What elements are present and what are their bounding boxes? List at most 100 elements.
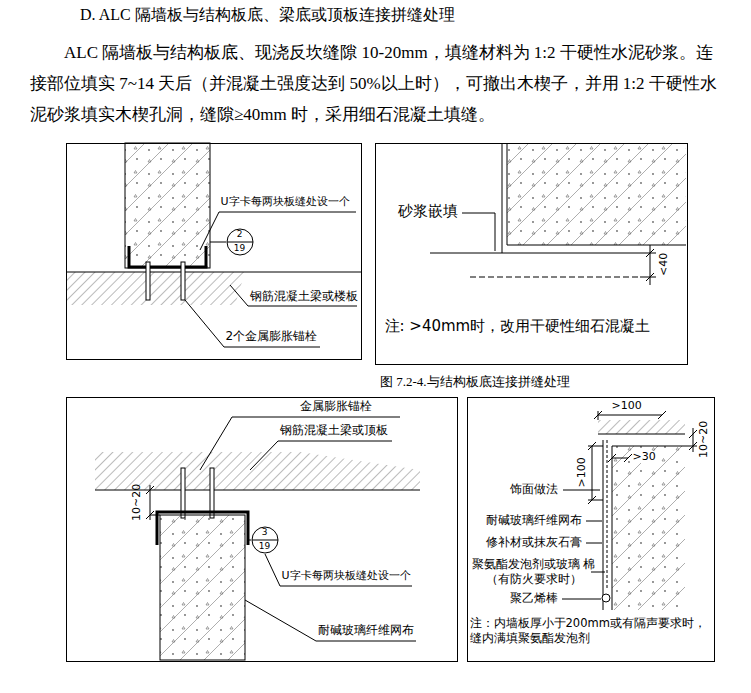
annotation-label: 注：内墙板厚小于200mm或有隔声要求时， 缝内满填聚氨酯发泡剂	[470, 616, 710, 646]
mortar-joint-detail-part	[650, 245, 651, 285]
mortar-joint-detail-part	[430, 253, 656, 254]
wall-top-detail-part	[157, 512, 248, 545]
mortar-joint-detail-part	[507, 143, 686, 245]
joint-layers-detail-part	[562, 599, 601, 600]
annotation-label: 耐碱玻璃纤维网布	[470, 514, 598, 528]
joint-layers-detail-part	[612, 446, 685, 610]
annotation-label: 砂浆嵌填	[398, 203, 458, 220]
mortar-joint-detail-part	[646, 249, 654, 257]
wall-top-detail-part	[146, 486, 154, 494]
wall-bottom-detail-part	[125, 143, 210, 268]
mortar-joint-detail-part	[462, 213, 495, 251]
annotation-label: 注: >40mm时，改用干硬性细石混凝土	[385, 318, 651, 335]
detail-panel: >100 >100 >30 10~20 饰面做法耐碱玻璃纤维网布修补材或抹灰石膏聚氨酯发…	[467, 397, 715, 662]
annotation-label: 金属膨胀锚栓	[300, 400, 372, 414]
mortar-joint-detail-part	[646, 273, 654, 281]
annotation-label: 聚乙烯棒	[470, 592, 598, 606]
annotation-label: 饰面做法	[470, 483, 598, 497]
figure-caption: 图 7.2-4.与结构板底连接拼缝处理	[380, 375, 570, 390]
callout-circle-outline	[252, 527, 278, 553]
annotation-label: 钢筋混凝土梁或楼板	[250, 290, 358, 303]
joint-layers-detail-part	[598, 420, 685, 434]
joint-layers-detail-part	[612, 458, 628, 459]
section-heading: D. ALC 隔墙板与结构板底、梁底或顶板连接拼缝处理	[80, 6, 455, 24]
wall-bottom-detail-part	[230, 285, 357, 306]
joint-layers-detail-part	[588, 496, 596, 504]
wall-bottom-detail-part	[146, 262, 150, 300]
joint-layers-detail-part	[598, 415, 662, 416]
annotation-label: 修补材或抹灰石膏	[470, 536, 598, 550]
annotation-label: 钢筋混凝土梁或顶板	[280, 424, 388, 438]
joint-layers-detail-part	[602, 594, 610, 602]
wall-bottom-detail-part	[185, 300, 320, 347]
joint-layers-detail-part	[693, 428, 694, 452]
joint-layers-detail-part	[588, 442, 596, 450]
detail-callout: 219	[226, 228, 254, 256]
callout-number: 3	[251, 527, 279, 538]
joint-layers-detail	[562, 411, 697, 610]
wall-bottom-detail-part	[66, 272, 362, 273]
joint-layers-detail-part	[592, 446, 593, 500]
joint-layers-detail-part	[608, 454, 616, 462]
joint-layers-detail-part	[586, 543, 602, 544]
joint-layers-detail-part	[591, 572, 605, 573]
wall-top-detail-part	[250, 441, 392, 470]
annotation-label: U字卡每两块板缝处设一个	[221, 196, 350, 209]
joint-layers-detail-part	[603, 440, 604, 610]
callout-number: 19	[226, 243, 254, 254]
wall-top-detail-part	[200, 417, 400, 470]
wall-top-detail-part	[95, 490, 420, 491]
joint-layers-detail-part	[685, 446, 697, 447]
wall-top-detail-part	[265, 554, 412, 586]
mortar-joint-detail-part	[470, 277, 640, 278]
joint-layers-detail-part	[689, 442, 697, 450]
joint-layers-detail-part	[588, 446, 603, 447]
mortar-joint-detail-part	[640, 277, 656, 278]
wall-top-detail-part	[245, 600, 416, 641]
wall-top-detail	[95, 417, 420, 660]
annotation-label: >30	[632, 451, 657, 464]
mortar-joint-detail-part	[502, 143, 503, 253]
annotation-label: U字卡每两块板缝处设一个	[282, 570, 411, 583]
wall-top-detail-part	[160, 515, 245, 660]
wall-top-detail-part	[248, 540, 251, 541]
joint-layers-detail-part	[588, 500, 603, 501]
mortar-joint-detail-part	[507, 143, 686, 245]
body-paragraph: ALC 隔墙板与结构板底、现浇反坎缝隙 10-20mm，填缝材料为 1:2 干硬…	[30, 37, 723, 130]
callout-circle-outline	[227, 229, 253, 255]
callout-number: 19	[251, 541, 279, 552]
wall-bottom-detail-part	[66, 272, 245, 305]
joint-layers-detail-part	[658, 411, 666, 419]
dimension-text: 10~20	[698, 421, 711, 458]
dimension-text: 10~20	[131, 484, 144, 521]
dimension-text: <40	[658, 253, 671, 276]
detail-panel: 219U字卡每两块板缝处设一个钢筋混凝土梁或楼板2个金属膨胀锚栓	[66, 143, 362, 360]
joint-layers-detail-part	[563, 490, 600, 491]
joint-layers-detail-part	[607, 440, 608, 590]
callout-divider	[227, 241, 253, 242]
joint-layers-detail-part	[598, 434, 685, 435]
wall-bottom-detail-part	[210, 242, 226, 243]
callout-number: 2	[226, 229, 254, 240]
annotation-label: 2个金属膨胀锚栓	[226, 330, 318, 344]
mortar-joint-detail	[430, 143, 686, 285]
wall-bottom-detail	[66, 143, 362, 347]
annotation-label: 耐碱玻璃纤维网布	[318, 624, 414, 638]
joint-layers-detail-part	[612, 446, 685, 610]
annotation-label: >100	[612, 400, 642, 413]
wall-top-detail-part	[150, 515, 160, 516]
callout-divider	[252, 539, 278, 540]
joint-layers-detail-part	[594, 411, 602, 419]
detail-callout: 319	[251, 526, 279, 554]
detail-panel: 砂浆嵌填 <40 注: >40mm时，改用干硬性细石混凝土	[375, 143, 688, 365]
wall-top-detail-part	[95, 452, 420, 490]
detail-panel: 319金属膨胀锚栓钢筋混凝土梁或顶板10~20U字卡每两块板缝处设一个耐碱玻璃纤…	[66, 397, 458, 662]
annotation-label: 聚氨酯发泡剂或玻璃 棉（有防火要求时）	[470, 557, 598, 587]
wall-bottom-detail-part	[129, 246, 206, 267]
wall-bottom-detail-part	[181, 262, 185, 300]
joint-layers-detail-part	[689, 430, 697, 438]
dimension-text: >100	[575, 457, 588, 487]
wall-bottom-detail-part	[200, 212, 356, 250]
joint-layers-detail-part	[586, 521, 602, 522]
